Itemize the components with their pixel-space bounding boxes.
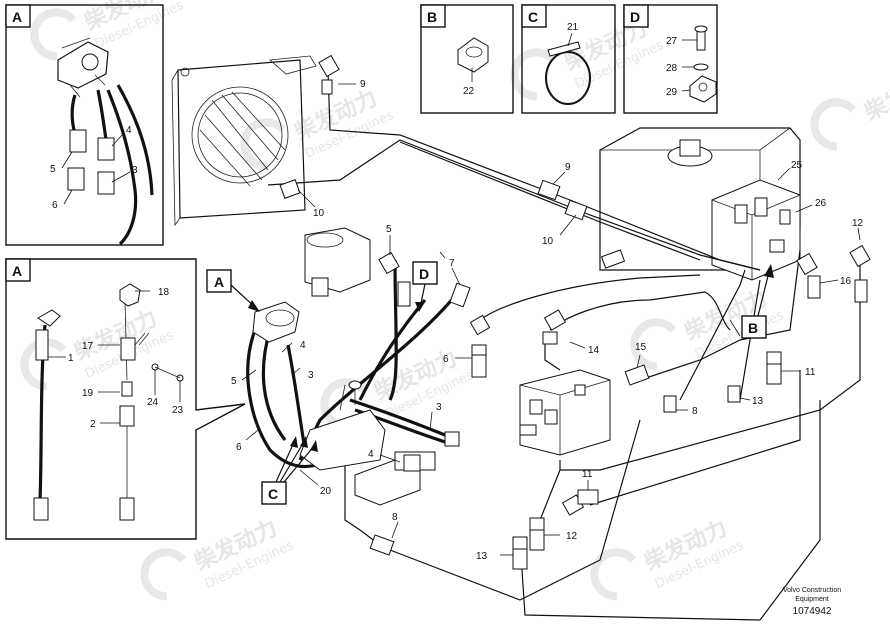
view-marker-a: A — [206, 269, 260, 312]
watermark-logo: 柴发动力 — [810, 65, 890, 151]
elbow-fitting — [119, 283, 141, 307]
part-callout-number: 3 — [132, 165, 138, 176]
part-callout-number: 18 — [158, 287, 170, 298]
view-marker-c: C — [261, 436, 318, 505]
part-callout-number: 25 — [791, 160, 803, 171]
hose-fitting — [97, 137, 115, 161]
part-callout-number: 2 — [90, 419, 96, 430]
control-valve — [519, 369, 611, 456]
valve-fitting — [57, 41, 109, 89]
part-callout-number: 29 — [666, 87, 678, 98]
part-callout-number: 9 — [360, 79, 366, 90]
part-callout-number: 4 — [368, 449, 374, 460]
part-callout-number: 4 — [126, 125, 132, 136]
detail-box-d: D 27 28 29 — [623, 4, 718, 114]
part-callout-number: 27 — [666, 36, 678, 47]
watermark-logo: 柴发动力 Diesel-Engines — [140, 515, 296, 601]
footer: Volvo Construction Equipment 1074942 — [783, 587, 841, 617]
part-callout-number: 6 — [236, 442, 242, 453]
part-callout-number: 14 — [588, 345, 600, 356]
part-callout-number: 7 — [449, 258, 455, 269]
hose-fitting — [97, 171, 115, 195]
part-callout-number: 26 — [815, 198, 827, 209]
pump-unit — [304, 227, 371, 297]
part-callout-number: 23 — [172, 405, 184, 416]
footer-division: Equipment — [795, 596, 829, 603]
part-callout-number: 13 — [752, 396, 764, 407]
watermark-logo: 柴发动力 Diesel-Engines — [240, 85, 396, 171]
cable-tie — [545, 51, 591, 105]
part-callout-number: 4 — [300, 340, 306, 351]
hose-fitting — [69, 129, 87, 153]
detail-box-label: A — [12, 9, 22, 25]
clamp-part — [457, 37, 489, 73]
svg-text:D: D — [419, 266, 429, 282]
part-callout-number: 1 — [68, 353, 74, 364]
part-callout-number: 15 — [635, 342, 647, 353]
part-callout-number: 19 — [82, 388, 94, 399]
part-callout-number: 22 — [463, 86, 475, 97]
tee-fitting — [120, 337, 136, 361]
view-marker-d: D — [412, 261, 438, 312]
part-callout-number: 12 — [566, 531, 578, 542]
part-callout-number: 6 — [52, 200, 58, 211]
detail-box-label: B — [427, 9, 437, 25]
detail-box-c: C 21 — [521, 4, 616, 114]
detail-box-label: D — [630, 9, 640, 25]
screw — [696, 29, 706, 51]
svg-text:B: B — [748, 320, 758, 336]
oil-cooler — [171, 55, 317, 227]
svg-text:柴发动力: 柴发动力 — [860, 65, 890, 126]
part-callout-number: 21 — [567, 22, 579, 33]
valve-block — [711, 179, 801, 281]
part-callout-number: 11 — [582, 469, 593, 480]
part-callout-number: 10 — [313, 208, 325, 219]
part-callout-number: 28 — [666, 63, 678, 74]
part-callout-number: 17 — [82, 341, 94, 352]
part-callout-number: 12 — [852, 218, 864, 229]
part-callout-number: 3 — [308, 370, 314, 381]
part-callout-number: 24 — [147, 397, 159, 408]
detail-box-label: A — [12, 263, 22, 279]
view-marker-b: B — [741, 264, 774, 339]
detail-box-a: A 5 4 6 3 — [5, 4, 164, 246]
part-callout-number: 8 — [692, 406, 698, 417]
detail-box-a-lower: A 18 1 17 19 24 23 2 — [5, 258, 246, 540]
part-callout-number: 5 — [231, 376, 237, 387]
part-callout-number: 3 — [436, 402, 442, 413]
svg-text:A: A — [214, 274, 224, 290]
watermark-layer: 柴发动力 Diesel-Engines 柴发动力 Diesel-Engines … — [20, 0, 890, 601]
washer — [693, 63, 709, 71]
detail-box-b: B 22 — [420, 4, 514, 114]
drawing-number: 1074942 — [793, 606, 832, 617]
part-callout-number: 6 — [443, 354, 449, 365]
detail-box-label: C — [528, 9, 538, 25]
watermark-logo: 柴发动力 Diesel-Engines — [590, 515, 746, 601]
part-callout-number: 13 — [476, 551, 488, 562]
part-callout-number: 16 — [840, 276, 852, 287]
hose-fitting — [67, 167, 85, 191]
part-callout-number: 20 — [320, 486, 332, 497]
part-callout-number: 5 — [50, 164, 56, 175]
footer-company: Volvo Construction — [783, 587, 841, 594]
part-callout-number: 11 — [805, 367, 816, 378]
part-callout-number: 9 — [565, 162, 571, 173]
part-callout-number: 8 — [392, 512, 398, 523]
svg-text:C: C — [268, 486, 278, 502]
part-callout-number: 5 — [386, 224, 392, 235]
clamp — [689, 75, 717, 103]
main-assembly: 9 10 9 10 25 26 12 16 11 5 7 6 14 15 4 5… — [171, 54, 871, 621]
part-callout-number: 10 — [542, 236, 554, 247]
